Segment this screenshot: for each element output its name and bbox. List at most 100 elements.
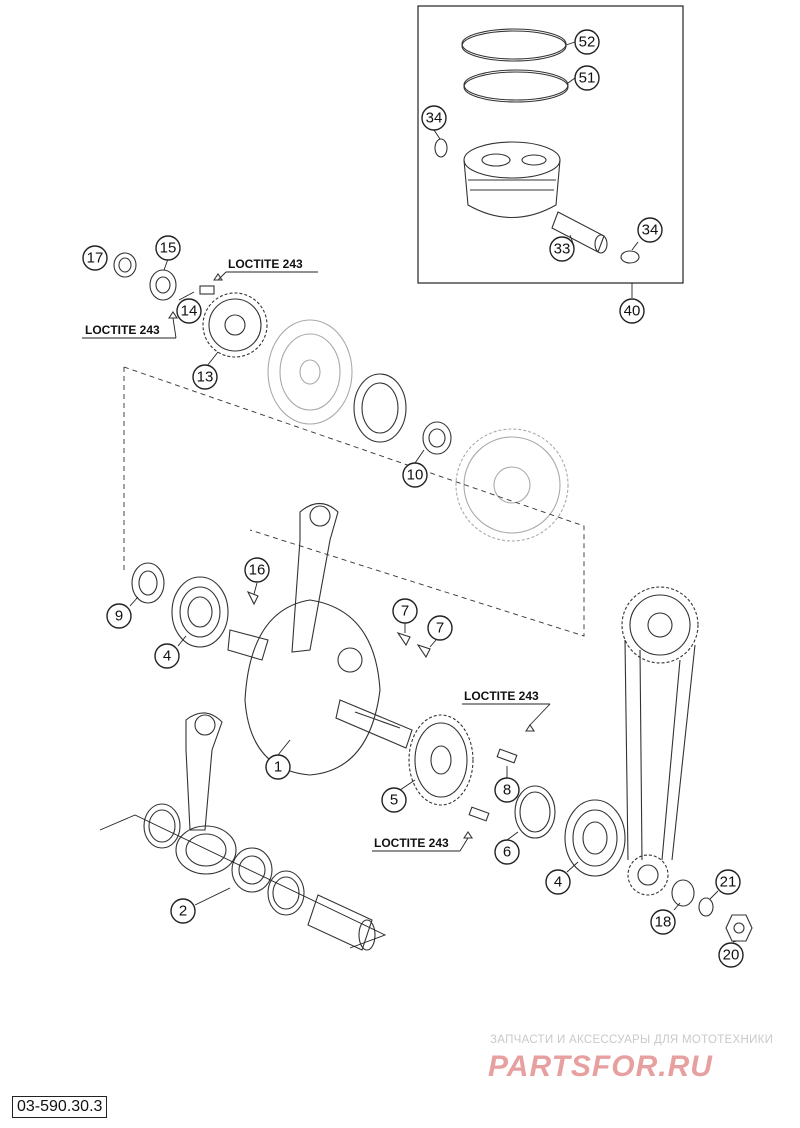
- alignment-line-right: [123, 366, 585, 637]
- needle-bearing-10: [422, 421, 452, 455]
- callout-17: 17: [82, 245, 108, 271]
- svg-text:40: 40: [624, 303, 641, 320]
- callout-33: 33: [549, 236, 575, 262]
- freewheel: [353, 373, 407, 443]
- crank-pin: [307, 894, 376, 951]
- svg-text:13: 13: [197, 369, 214, 386]
- svg-text:18: 18: [655, 914, 672, 931]
- nut-20: [725, 914, 753, 942]
- callout-7-left: 7: [392, 598, 418, 624]
- main-bearing-left: [171, 576, 229, 648]
- timing-chain: [621, 586, 699, 896]
- svg-text:33: 33: [554, 241, 571, 258]
- svg-text:7: 7: [401, 603, 409, 620]
- callout-40: 40: [619, 298, 645, 324]
- piston-kit-frame: [417, 5, 684, 284]
- washer-21: [698, 897, 714, 917]
- circlip-right: [620, 250, 640, 264]
- callout-51: 51: [574, 65, 600, 91]
- callout-10: 10: [402, 462, 428, 488]
- svg-text:LOCTITE 243: LOCTITE 243: [85, 323, 160, 337]
- svg-text:14: 14: [181, 303, 198, 320]
- callout-21: 21: [715, 869, 741, 895]
- key-7a: [396, 631, 411, 647]
- svg-text:21: 21: [720, 874, 737, 891]
- watermark-caption: ЗАПЧАСТИ И АКСЕССУАРЫ ДЛЯ МОТОТЕХНИКИ: [490, 1034, 773, 1046]
- bearing-15: [149, 269, 177, 301]
- callout-1: 1: [265, 754, 291, 780]
- diagram-code-label: 03-590.30.3: [12, 1096, 108, 1118]
- loctite-note-right: LOCTITE 243: [462, 689, 551, 732]
- screw-8a: [496, 748, 518, 764]
- svg-text:34: 34: [642, 222, 659, 239]
- callout-14: 14: [176, 298, 202, 324]
- washer-18: [671, 879, 695, 907]
- thrust-washer-left: [143, 803, 181, 849]
- key-7b: [416, 643, 431, 659]
- loctite-note-lower: LOCTITE 243: [372, 831, 474, 852]
- svg-text:15: 15: [160, 240, 177, 257]
- piston: [463, 141, 561, 219]
- loctite-note-upper: LOCTITE 243: [212, 257, 318, 281]
- callout-5: 5: [381, 787, 407, 813]
- callout-8: 8: [494, 777, 520, 803]
- callout-4-left: 4: [154, 643, 180, 669]
- circlip-left: [434, 138, 448, 158]
- svg-text:4: 4: [163, 648, 171, 665]
- svg-text:16: 16: [249, 562, 266, 579]
- piston-ring-top: [461, 28, 567, 62]
- thrust-washer-right: [267, 870, 305, 916]
- svg-text:17: 17: [87, 250, 104, 267]
- screw-14: [199, 285, 215, 295]
- piston-pin: [551, 211, 608, 254]
- callout-leaders: [129, 41, 738, 943]
- svg-text:LOCTITE 243: LOCTITE 243: [464, 689, 539, 703]
- loctite-note-left: LOCTITE 243: [82, 311, 179, 339]
- flywheel: [267, 319, 353, 425]
- svg-text:7: 7: [436, 620, 444, 637]
- callout-2: 2: [170, 898, 196, 924]
- svg-text:1: 1: [274, 759, 282, 776]
- washer-6: [514, 785, 556, 839]
- conrod-kit-bracket: [99, 814, 387, 949]
- callout-15: 15: [155, 235, 181, 261]
- callout-13: 13: [192, 364, 218, 390]
- piston-ring-second: [463, 69, 569, 103]
- callout-9: 9: [106, 603, 132, 629]
- callout-52: 52: [574, 29, 600, 55]
- watermark-logo: PARTSFOR.RU: [488, 1050, 713, 1083]
- conrod-needle-bearing: [231, 847, 273, 893]
- svg-text:4: 4: [554, 874, 562, 891]
- svg-text:2: 2: [179, 903, 187, 920]
- svg-text:9: 9: [115, 608, 123, 625]
- svg-text:LOCTITE 243: LOCTITE 243: [228, 257, 303, 271]
- svg-text:6: 6: [503, 844, 511, 861]
- screw-8b: [468, 806, 490, 822]
- svg-text:LOCTITE 243: LOCTITE 243: [374, 836, 449, 850]
- callout-4-right: 4: [545, 869, 571, 895]
- callout-34-lower: 34: [637, 217, 663, 243]
- oil-seal-17: [113, 252, 137, 278]
- svg-text:8: 8: [503, 782, 511, 799]
- oil-seal-9: [131, 562, 165, 604]
- svg-text:10: 10: [407, 467, 424, 484]
- callout-18: 18: [650, 909, 676, 935]
- svg-text:20: 20: [723, 947, 740, 964]
- callout-6: 6: [494, 839, 520, 865]
- callout-34-upper: 34: [421, 105, 447, 131]
- starter-gear: [455, 428, 569, 542]
- timing-gear-5: [408, 714, 474, 806]
- main-bearing-right: [564, 799, 626, 877]
- connecting-rod: [175, 712, 237, 875]
- balancer-gear-13: [202, 292, 268, 358]
- callout-7-right: 7: [427, 615, 453, 641]
- callout-16: 16: [244, 557, 270, 583]
- svg-text:34: 34: [426, 110, 443, 127]
- svg-text:5: 5: [390, 792, 398, 809]
- callout-20: 20: [718, 942, 744, 968]
- svg-text:51: 51: [579, 70, 596, 87]
- woodruff-key-16: [246, 590, 259, 606]
- svg-text:52: 52: [579, 34, 596, 51]
- crankshaft: [227, 502, 413, 776]
